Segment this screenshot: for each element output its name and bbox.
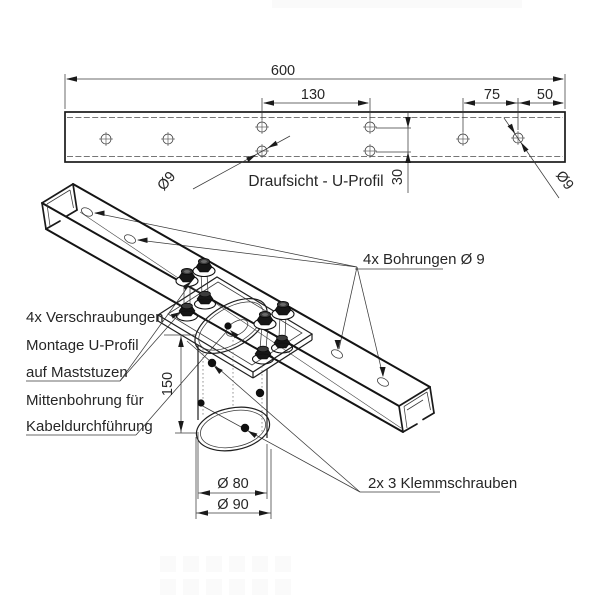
hole-diameter-label-left: Ø9 [155, 169, 180, 194]
dim-600-label: 600 [271, 63, 295, 79]
dimension-150: 150 [160, 334, 196, 434]
dim-130-label: 130 [301, 87, 325, 103]
label-holes: 4x Bohrungen Ø 9 [363, 251, 485, 268]
bolt-nut [193, 290, 217, 310]
dimension-30: 30 [376, 112, 411, 193]
label-bolts-line3: auf Maststuzen [26, 364, 128, 381]
clamp-screw-dot [197, 399, 205, 407]
clamp-screw-dot [207, 358, 217, 368]
top-view: 600 130 75 50 [64, 63, 576, 199]
dimension-130: 130 [261, 87, 371, 120]
u-channel [41, 183, 435, 433]
hole [99, 132, 113, 146]
label-center-hole-line1: Mittenbohrung für [26, 392, 144, 409]
dim-50-label: 50 [537, 87, 553, 103]
clamp-screw-dot [255, 388, 265, 398]
center-hole-dot [224, 322, 232, 330]
bolt-head [192, 257, 216, 278]
dim-150-label: 150 [160, 372, 176, 396]
clamp-screw-dot [240, 423, 250, 433]
bolt-assemblies [170, 257, 295, 365]
hole [456, 132, 470, 146]
top-view-holes [99, 120, 525, 158]
bolt-head [271, 300, 295, 321]
hole-diameter-label-right: Ø9 [552, 168, 576, 193]
watermark [160, 0, 522, 595]
iso-labels: 4x Bohrungen Ø 9 4x Verschraubungen Mont… [26, 251, 517, 492]
mast-tube [195, 340, 271, 452]
label-clamp-screws: 2x 3 Klemmschrauben [368, 475, 517, 492]
screw-dots [197, 322, 265, 438]
dim-30-label: 30 [390, 169, 406, 185]
dimension-75-50: 75 50 [462, 87, 564, 132]
dimension-d80-d90: Ø 80 Ø 90 [195, 432, 272, 519]
dim-d80-label: Ø 80 [217, 476, 248, 492]
label-bolts-line2: Montage U-Profil [26, 337, 139, 354]
hole [161, 132, 175, 146]
label-center-hole-line2: Kabeldurchführung [26, 418, 153, 435]
iso-view: 150 Ø 80 Ø 90 4x Bohrungen Ø 9 4x Versch… [26, 183, 517, 519]
dimension-600: 600 [64, 63, 566, 109]
u-profile-top-outline [64, 111, 566, 163]
label-bolts-line1: 4x Verschraubungen [26, 309, 164, 326]
dim-d90-label: Ø 90 [217, 497, 248, 513]
hole [363, 144, 377, 158]
hole [255, 120, 269, 134]
hole [363, 120, 377, 134]
top-view-title: Draufsicht - U-Profil [248, 173, 383, 190]
dim-75-label: 75 [484, 87, 500, 103]
